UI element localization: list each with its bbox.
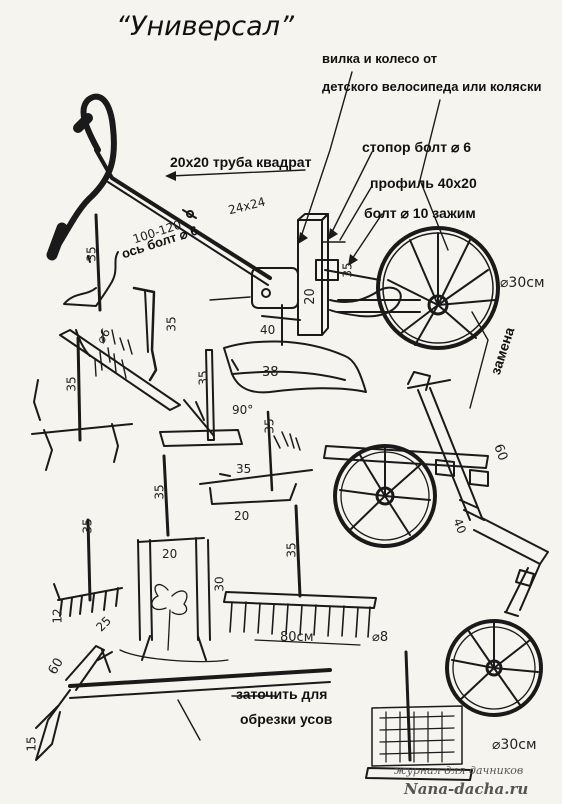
dim-35-hoe: 35 (84, 246, 99, 262)
double-weeder-icon (119, 454, 229, 663)
dim-35-big-rake: 35 (284, 542, 299, 558)
dim-80cm-rake: 80см (280, 630, 314, 645)
fork-wheel-label-1: вилка и колесо от (322, 51, 438, 66)
dim-20-comb: 20 (234, 509, 250, 523)
watermark-line-2: Nana-dacha.ru (404, 780, 529, 798)
plow-blade-icon (223, 340, 367, 394)
dim-40-mount: 40 (260, 323, 276, 337)
sickle-tool-icon (35, 645, 332, 761)
dim-12-small-rake: 12 (50, 608, 65, 624)
cultivator-handle-icon (46, 93, 272, 286)
square-tube-label: 20х20 труба квадрат (170, 154, 312, 170)
leader-lines (169, 71, 489, 741)
wheel-diameter-dim-2: ⌀30см (492, 737, 537, 753)
comb-rake-icon (199, 410, 313, 505)
weeding-tool-icon (159, 349, 243, 447)
cultivator-frame-icon (251, 213, 421, 346)
roller-tool-icon (365, 650, 473, 781)
dim-35-weeder: 35 (196, 370, 211, 386)
hoe-tool-icon (63, 213, 119, 312)
dim-30-double: 30 (212, 576, 227, 592)
fan-rake-icon (59, 286, 181, 411)
wheel-diameter-dim-1: ⌀30см (500, 275, 545, 291)
bolt-clamp-label: болт ⌀ 10 зажим (364, 205, 476, 221)
dim-35-comb: 35 (262, 418, 277, 434)
dim-35-profile: 35 (340, 262, 355, 278)
rake-head-icon (223, 504, 377, 646)
page-title: “Универсал” (116, 11, 294, 42)
sharpen-label-2: обрезки усов (240, 711, 333, 727)
dim-15-sickle: 15 (24, 736, 39, 752)
bicycle-wheel-icon (376, 226, 500, 350)
small-rake-icon (53, 518, 123, 617)
dim-35-small-rake: 35 (80, 518, 95, 534)
dim-angle-90: 90° (232, 403, 254, 417)
dim-d8-rake: ⌀8 (372, 630, 389, 645)
lower-wheel-icon (445, 563, 543, 717)
dim-20-double: 20 (162, 547, 178, 561)
frame-wheel-icon (323, 371, 549, 565)
stopper-bolt-label: стопор болт ⌀ 6 (362, 139, 472, 155)
sharpen-label-1: заточить для (236, 686, 328, 702)
cross-tool-icon (31, 329, 133, 471)
dim-35-fan: 35 (164, 316, 179, 332)
dim-38-blade: 38 (262, 365, 279, 380)
arrow-heads (165, 171, 358, 266)
watermark-line-1: журнал для дачников (394, 764, 524, 777)
dim-20-profile: 20 (302, 288, 318, 305)
dim-35-comb-width: 35 (236, 462, 252, 476)
profile-label: профиль 40х20 (370, 175, 477, 191)
fork-wheel-label-2: детского велосипеда или коляски (322, 79, 542, 94)
dim-35-double: 35 (152, 484, 167, 500)
dim-35-cross: 35 (64, 376, 79, 392)
